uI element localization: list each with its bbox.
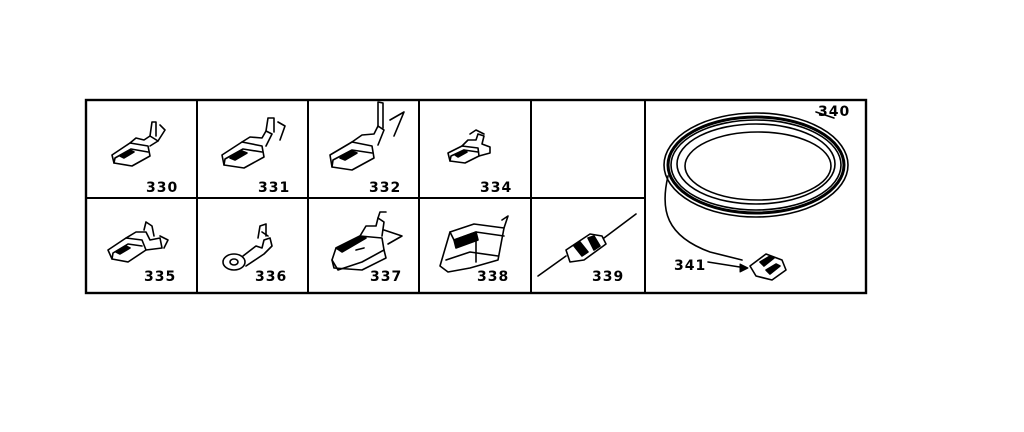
- female-spade-terminal-icon: [221, 117, 286, 169]
- part-number-332: 332: [369, 180, 402, 196]
- part-number-340: 340: [818, 104, 851, 120]
- terminal-cover-icon: [439, 215, 509, 273]
- female-spade-terminal-icon: [111, 121, 166, 167]
- wire-coil-icon: [663, 111, 849, 261]
- part-number-330: 330: [146, 180, 179, 196]
- resistor-icon: [537, 213, 637, 277]
- part-number-336: 336: [255, 269, 288, 285]
- small-spade-terminal-icon: [447, 129, 491, 164]
- part-number-335: 335: [144, 269, 177, 285]
- part-number-341: 341: [674, 258, 707, 274]
- ring-terminal-icon: [222, 223, 273, 271]
- part-number-331: 331: [258, 180, 291, 196]
- part-number-338: 338: [477, 269, 510, 285]
- insulated-terminal-icon: [331, 211, 403, 271]
- part-number-334: 334: [480, 180, 513, 196]
- wire-connector-nut-icon: [707, 253, 787, 281]
- part-number-337: 337: [370, 269, 403, 285]
- part-number-339: 339: [592, 269, 625, 285]
- flag-terminal-icon: [107, 221, 169, 263]
- female-spade-terminal-icon: [329, 101, 405, 171]
- diagram-frame: [84, 98, 868, 295]
